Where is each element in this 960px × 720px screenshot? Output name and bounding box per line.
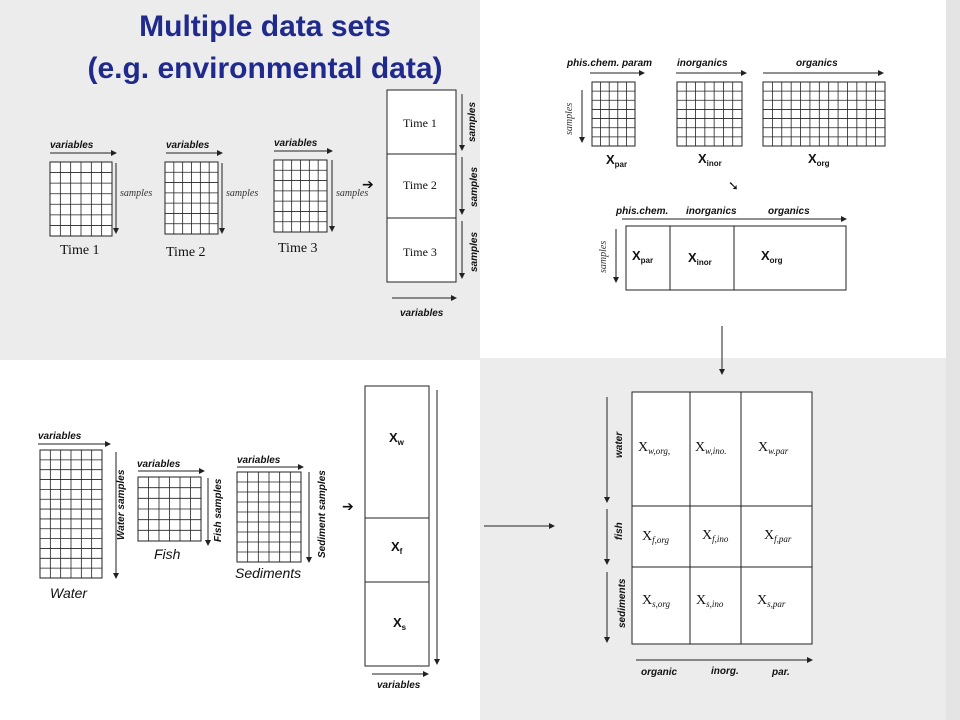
sediments-caption: Sediments	[235, 565, 301, 581]
stack-x-f: Xf	[391, 539, 403, 556]
time-caption-1: Time 1	[60, 243, 100, 258]
samples-label-1: samples	[120, 188, 152, 199]
sediment-samples-label: Sediment samples	[317, 470, 328, 558]
time-stack: Time 1 Time 2 Time 3 samples samples sam…	[386, 89, 480, 319]
cell-x-f-par: Xf,par	[764, 528, 792, 544]
col-label-inorg: inorg.	[711, 666, 739, 677]
combined-header-phis: phis.chem.	[615, 206, 668, 217]
cell-x-f-ino: Xf,ino	[702, 528, 729, 544]
arrow-down-right-icon: ➘	[728, 179, 739, 194]
stack-x-s: Xs	[393, 615, 407, 632]
stack-label-time-1: Time 1	[403, 116, 437, 130]
cell-x-s-org: Xs,org	[642, 593, 671, 609]
label-x-par: Xpar	[606, 152, 627, 169]
combined-samples-label: samples	[598, 241, 609, 273]
fish-samples-label: Fish samples	[213, 478, 224, 542]
water-caption: Water	[50, 585, 88, 601]
time-matrix-2: variables samples Time 2	[164, 140, 258, 260]
arrow-right-icon: ➔	[362, 177, 374, 193]
time-matrix-1: variables samples Time 1	[49, 140, 152, 258]
background-panel-right-strip	[946, 0, 960, 720]
panel-grid: water fish sediments organic inorg. par.…	[604, 391, 813, 678]
panel-time: variables samples Time 1 variables sampl…	[49, 89, 480, 319]
stack-variables-label: variables	[400, 308, 444, 319]
fish-caption: Fish	[154, 546, 181, 562]
stack-label-time-2: Time 2	[403, 178, 437, 192]
grid-fish	[137, 476, 202, 542]
label-x-org: Xorg	[808, 151, 830, 168]
stack-label-time-3: Time 3	[403, 245, 437, 259]
grid-time-3	[273, 159, 328, 233]
col-label-organic: organic	[641, 667, 678, 678]
water-samples-label: Water samples	[116, 469, 127, 540]
title-line-2: (e.g. environmental data)	[87, 52, 443, 85]
combined-x-org: Xorg	[761, 248, 783, 265]
time-matrix-3: variables samples Time 3	[273, 138, 368, 256]
combined-header-organics: organics	[768, 206, 810, 217]
grid-block-inor	[676, 81, 743, 147]
panel-compartments: variables Water samples Water variables …	[38, 385, 555, 691]
cell-x-s-par: Xs,par	[757, 593, 786, 609]
row-label-water: water	[614, 431, 625, 458]
label-x-inor: Xinor	[698, 151, 722, 168]
cell-x-w-org: Xw,org,	[638, 440, 670, 456]
row-label-sediments: sediments	[617, 578, 628, 628]
header-inorganics: inorganics	[677, 58, 728, 69]
side-samples-2: samples	[469, 167, 480, 207]
header-organics: organics	[796, 58, 838, 69]
grid-water	[39, 449, 103, 579]
cell-x-s-ino: Xs,ino	[696, 593, 724, 609]
time-caption-2: Time 2	[166, 245, 206, 260]
block-samples-label: samples	[564, 103, 575, 135]
water-variables-label: variables	[38, 431, 82, 442]
side-samples-3: samples	[469, 232, 480, 272]
grid-sediments	[236, 471, 302, 563]
fish-variables-label: variables	[137, 459, 181, 470]
arrow-right-icon-2: ➔	[342, 499, 354, 515]
cell-x-w-ino: Xw,ino.	[695, 440, 726, 456]
cell-x-f-org: Xf,org	[642, 529, 670, 545]
grid-block-org	[762, 81, 886, 147]
panel-blocks: phis.chem. param inorganics organics sam…	[564, 58, 886, 375]
title-line-1: Multiple data sets	[139, 10, 391, 43]
col-label-par: par.	[771, 667, 790, 678]
compartment-stack-variables: variables	[377, 680, 421, 691]
variables-label-2: variables	[166, 140, 210, 151]
samples-label-3: samples	[336, 188, 368, 199]
cell-x-w-par: Xw.par	[758, 440, 789, 456]
side-samples-1: samples	[467, 102, 478, 142]
stack-x-w: Xw	[389, 430, 405, 447]
header-phis-chem: phis.chem. param	[566, 58, 652, 69]
variables-label-3: variables	[274, 138, 318, 149]
grid-block-par	[591, 81, 636, 147]
combined-x-inor: Xinor	[688, 250, 712, 267]
time-caption-3: Time 3	[278, 241, 318, 256]
grid-time-1	[49, 161, 113, 237]
combined-header-inorganics: inorganics	[686, 206, 737, 217]
variables-label-1: variables	[50, 140, 94, 151]
samples-label-2: samples	[226, 188, 258, 199]
grid-time-2	[164, 161, 219, 235]
combined-x-par: Xpar	[632, 248, 653, 265]
sediment-variables-label: variables	[237, 455, 281, 466]
row-label-fish: fish	[614, 522, 625, 540]
